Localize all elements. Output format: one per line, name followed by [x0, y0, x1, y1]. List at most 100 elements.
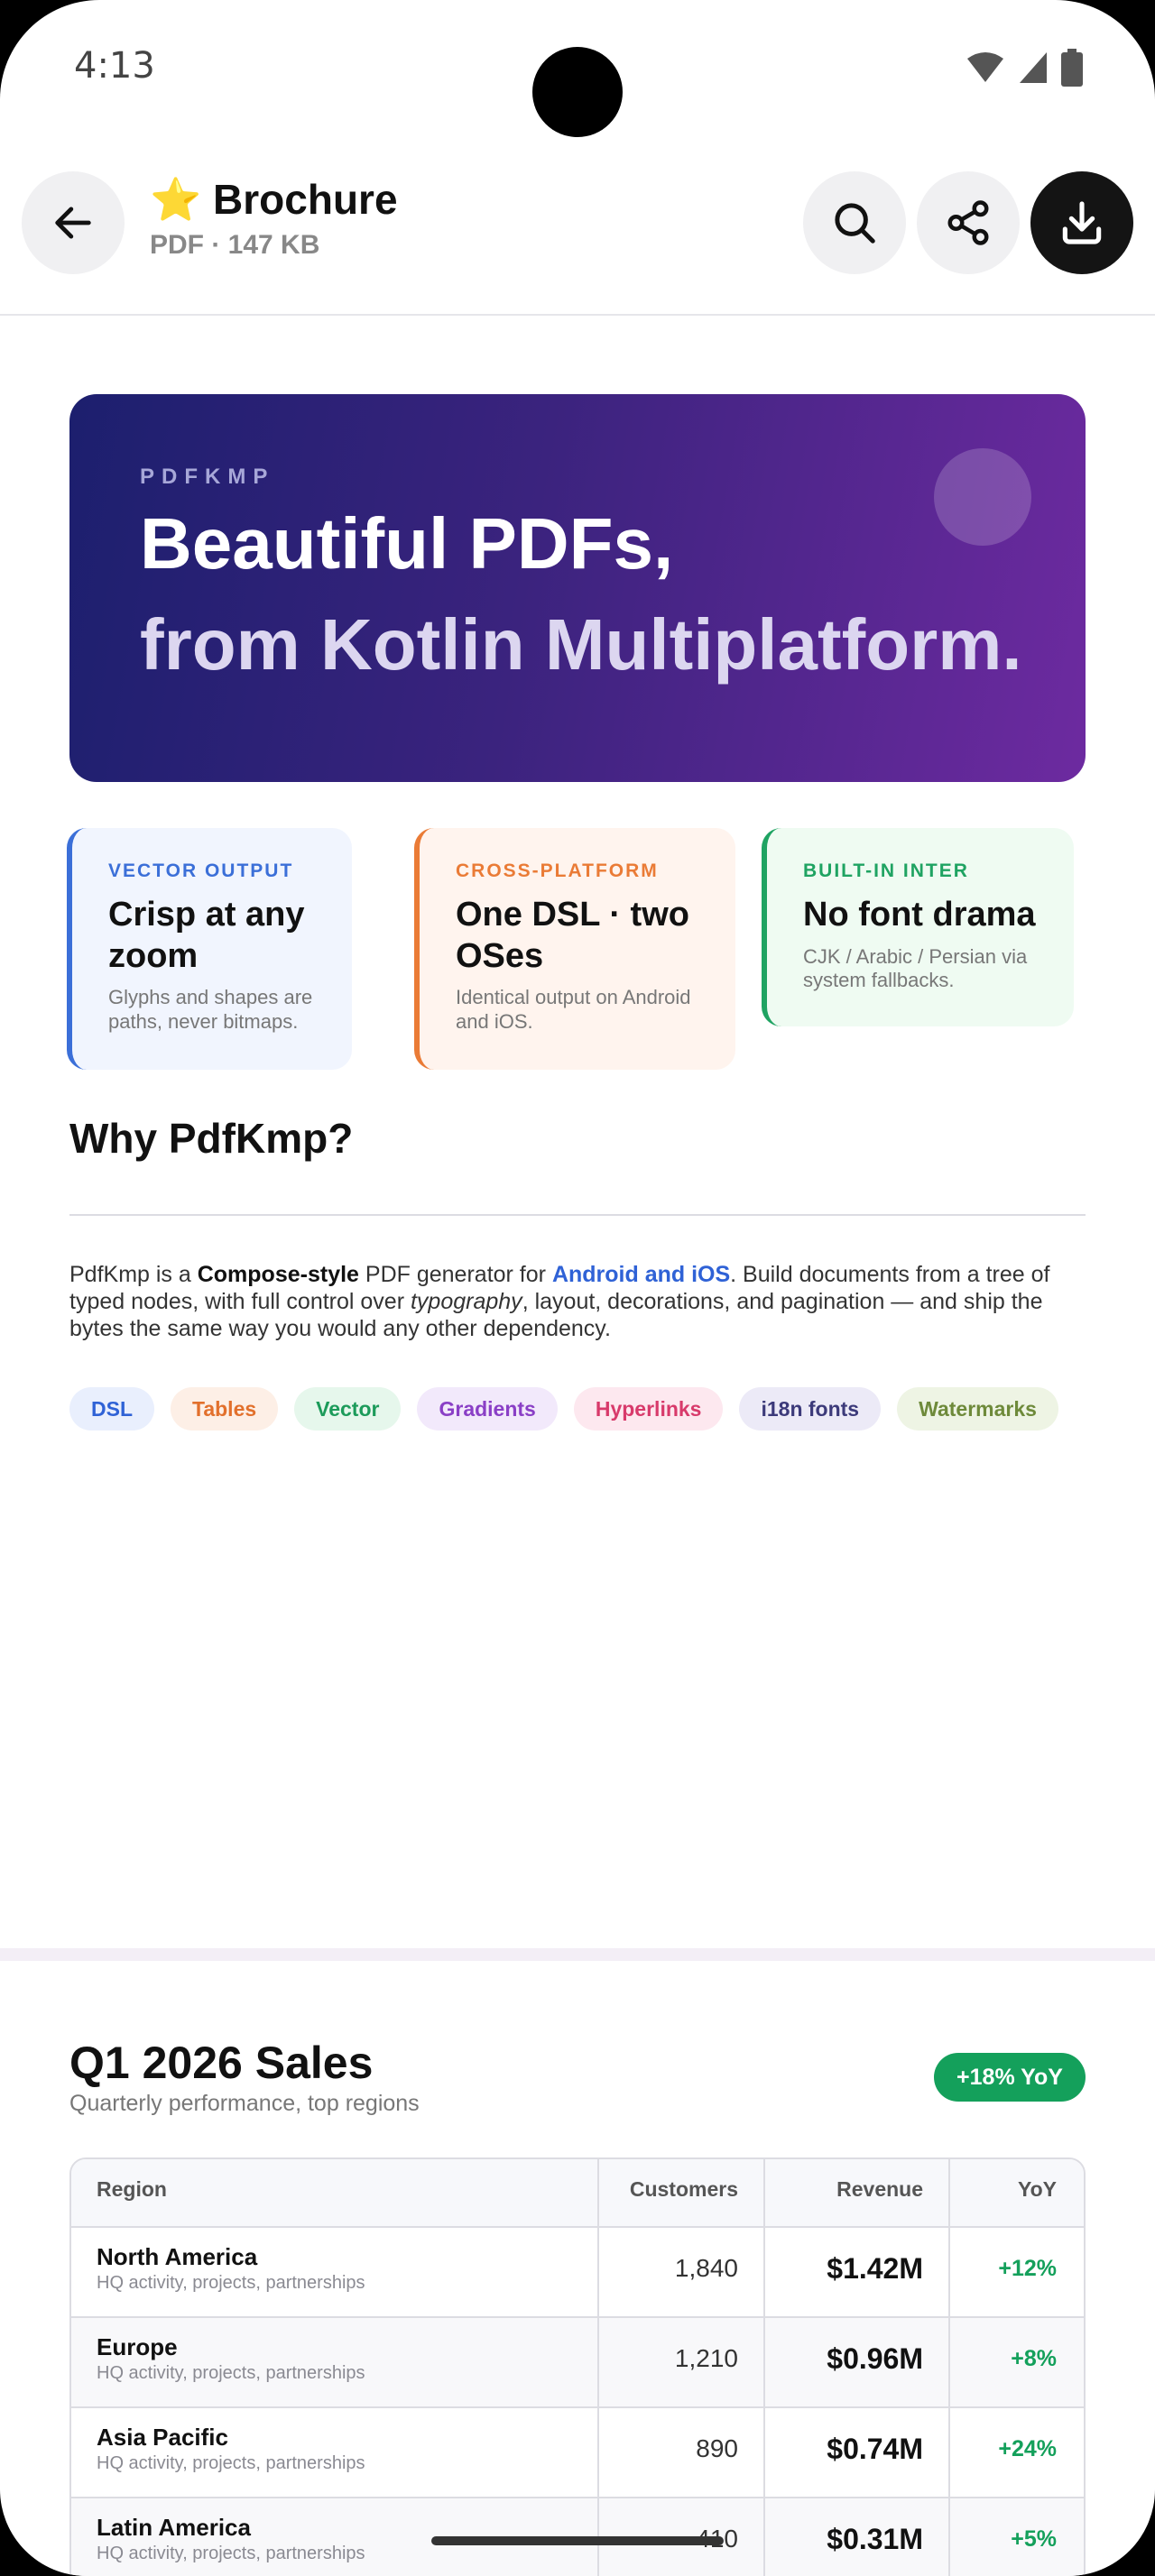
customers-value: 1,210 [674, 2344, 738, 2372]
download-icon [1062, 201, 1102, 244]
card-eyebrow: CROSS-PLATFORM [456, 860, 659, 881]
revenue-cell: $0.96M [765, 2318, 950, 2406]
customers-cell: 1,840 [599, 2228, 765, 2316]
customers-value: 1,840 [674, 2254, 738, 2282]
chip-vector: Vector [294, 1387, 402, 1431]
divider [69, 1214, 1086, 1216]
header-region: Region [71, 2159, 599, 2226]
feature-card-vector: VECTOR OUTPUT Crisp at any zoom Glyphs a… [67, 828, 352, 1070]
chip-dsl: DSL [69, 1387, 154, 1431]
document-title-group: ⭐ Brochure PDF · 147 KB [150, 175, 398, 261]
page-separator [0, 1948, 1155, 1961]
card-eyebrow: VECTOR OUTPUT [108, 860, 294, 881]
card-title: One DSL · two OSes [456, 896, 689, 975]
share-button[interactable] [917, 171, 1020, 274]
chip-watermarks: Watermarks [897, 1387, 1058, 1431]
region-cell: Latin America HQ activity, projects, par… [71, 2498, 599, 2576]
text-italic: typography [410, 1289, 522, 1314]
status-time: 4:13 [74, 45, 155, 87]
feature-card-cross-platform: CROSS-PLATFORM One DSL · two OSes Identi… [414, 828, 735, 1070]
yoy-cell: +24% [950, 2408, 1084, 2497]
region-name: Europe [97, 2333, 178, 2360]
chip-hyperlinks: Hyperlinks [573, 1387, 724, 1431]
why-heading: Why PdfKmp? [69, 1115, 354, 1162]
card-eyebrow: BUILT-IN INTER [803, 860, 969, 881]
region-description: HQ activity, projects, partnerships [97, 2363, 365, 2383]
chip-tables: Tables [171, 1387, 279, 1431]
yoy-badge: +18% YoY [934, 2053, 1086, 2102]
revenue-value: $0.74M [827, 2432, 923, 2465]
platform-link[interactable]: Android and iOS [551, 1262, 731, 1287]
app-bar: ⭐ Brochure PDF · 147 KB [0, 153, 1155, 316]
hero-decorative-circle [934, 448, 1031, 546]
chip-gradients: Gradients [417, 1387, 558, 1431]
chip-i18n-fonts: i18n fonts [739, 1387, 882, 1431]
yoy-value: +12% [998, 2255, 1057, 2281]
home-indicator[interactable] [431, 2536, 724, 2545]
yoy-value: +8% [1011, 2345, 1057, 2371]
header-yoy: YoY [1017, 2176, 1057, 2201]
share-icon [947, 200, 989, 245]
card-title: No font drama [803, 896, 1036, 934]
feature-card-fonts: BUILT-IN INTER No font drama CJK / Arabi… [762, 828, 1074, 1026]
revenue-cell: $0.74M [765, 2408, 950, 2497]
table-row: Europe HQ activity, projects, partnershi… [71, 2316, 1084, 2406]
region-cell: North America HQ activity, projects, par… [71, 2228, 599, 2316]
yoy-value: +5% [1011, 2525, 1057, 2552]
yoy-cell: +8% [950, 2318, 1084, 2406]
header-revenue: Revenue [765, 2159, 950, 2226]
feature-chips: DSL Tables Vector Gradients Hyperlinks i… [69, 1387, 1058, 1431]
text-segment: . Build documents from a tree of typed n… [69, 1262, 1050, 1314]
region-name: North America [97, 2243, 258, 2270]
text-segment: PDF generator for [358, 1262, 552, 1287]
yoy-cell: +12% [950, 2228, 1084, 2316]
revenue-value: $1.42M [827, 2251, 923, 2285]
sales-subtitle: Quarterly performance, top regions [69, 2091, 420, 2116]
status-icons [966, 49, 1083, 87]
hero-headline-line1: Beautiful PDFs, [140, 503, 674, 584]
arrow-left-icon [55, 207, 91, 239]
status-bar: 4:13 [0, 0, 1155, 137]
table-row: Asia Pacific HQ activity, projects, part… [71, 2406, 1084, 2497]
region-description: HQ activity, projects, partnerships [97, 2453, 365, 2473]
hero-banner: PDFKMP Beautiful PDFs, from Kotlin Multi… [69, 394, 1086, 782]
sales-table: Region Customers Revenue YoY North Ameri… [69, 2157, 1086, 2576]
customers-value: 890 [696, 2434, 738, 2462]
customers-cell: 1,210 [599, 2318, 765, 2406]
search-icon [835, 203, 875, 244]
download-button[interactable] [1030, 171, 1133, 274]
card-description: Identical output on Android and iOS. [456, 986, 691, 1033]
battery-icon [1061, 49, 1083, 87]
text-segment: , layout, decorations, and pagination — … [69, 1289, 1043, 1341]
card-title: Crisp at any zoom [108, 896, 305, 975]
yoy-value: +24% [998, 2435, 1057, 2461]
search-button[interactable] [803, 171, 906, 274]
back-button[interactable] [22, 171, 125, 274]
region-name: Latin America [97, 2514, 251, 2541]
customers-cell: 890 [599, 2408, 765, 2497]
region-name: Asia Pacific [97, 2424, 228, 2451]
hero-eyebrow: PDFKMP [140, 465, 275, 489]
revenue-cell: $0.31M [765, 2498, 950, 2576]
yoy-cell: +5% [950, 2498, 1084, 2576]
document-meta: PDF · 147 KB [150, 230, 320, 260]
hero-headline-line2: from Kotlin Multiplatform. [140, 604, 1022, 685]
revenue-value: $0.96M [827, 2341, 923, 2375]
wifi-icon [967, 52, 1003, 82]
table-row: North America HQ activity, projects, par… [71, 2226, 1084, 2316]
document-title: ⭐ Brochure [150, 176, 398, 223]
table-header-row: Region Customers Revenue YoY [71, 2159, 1084, 2226]
sales-heading: Q1 2026 Sales [69, 2038, 374, 2088]
region-description: HQ activity, projects, partnerships [97, 2544, 365, 2563]
region-cell: Europe HQ activity, projects, partnershi… [71, 2318, 599, 2406]
revenue-cell: $1.42M [765, 2228, 950, 2316]
header-customers: Customers [599, 2159, 765, 2226]
text-segment: PdfKmp is a [69, 1262, 198, 1287]
why-paragraph: PdfKmp is a Compose-style PDF generator … [69, 1261, 1089, 1342]
revenue-value: $0.31M [827, 2522, 923, 2555]
card-description: CJK / Arabic / Persian via system fallba… [803, 944, 1028, 991]
region-cell: Asia Pacific HQ activity, projects, part… [71, 2408, 599, 2497]
cellular-icon [1020, 52, 1047, 83]
text-bold: Compose-style [197, 1262, 359, 1287]
